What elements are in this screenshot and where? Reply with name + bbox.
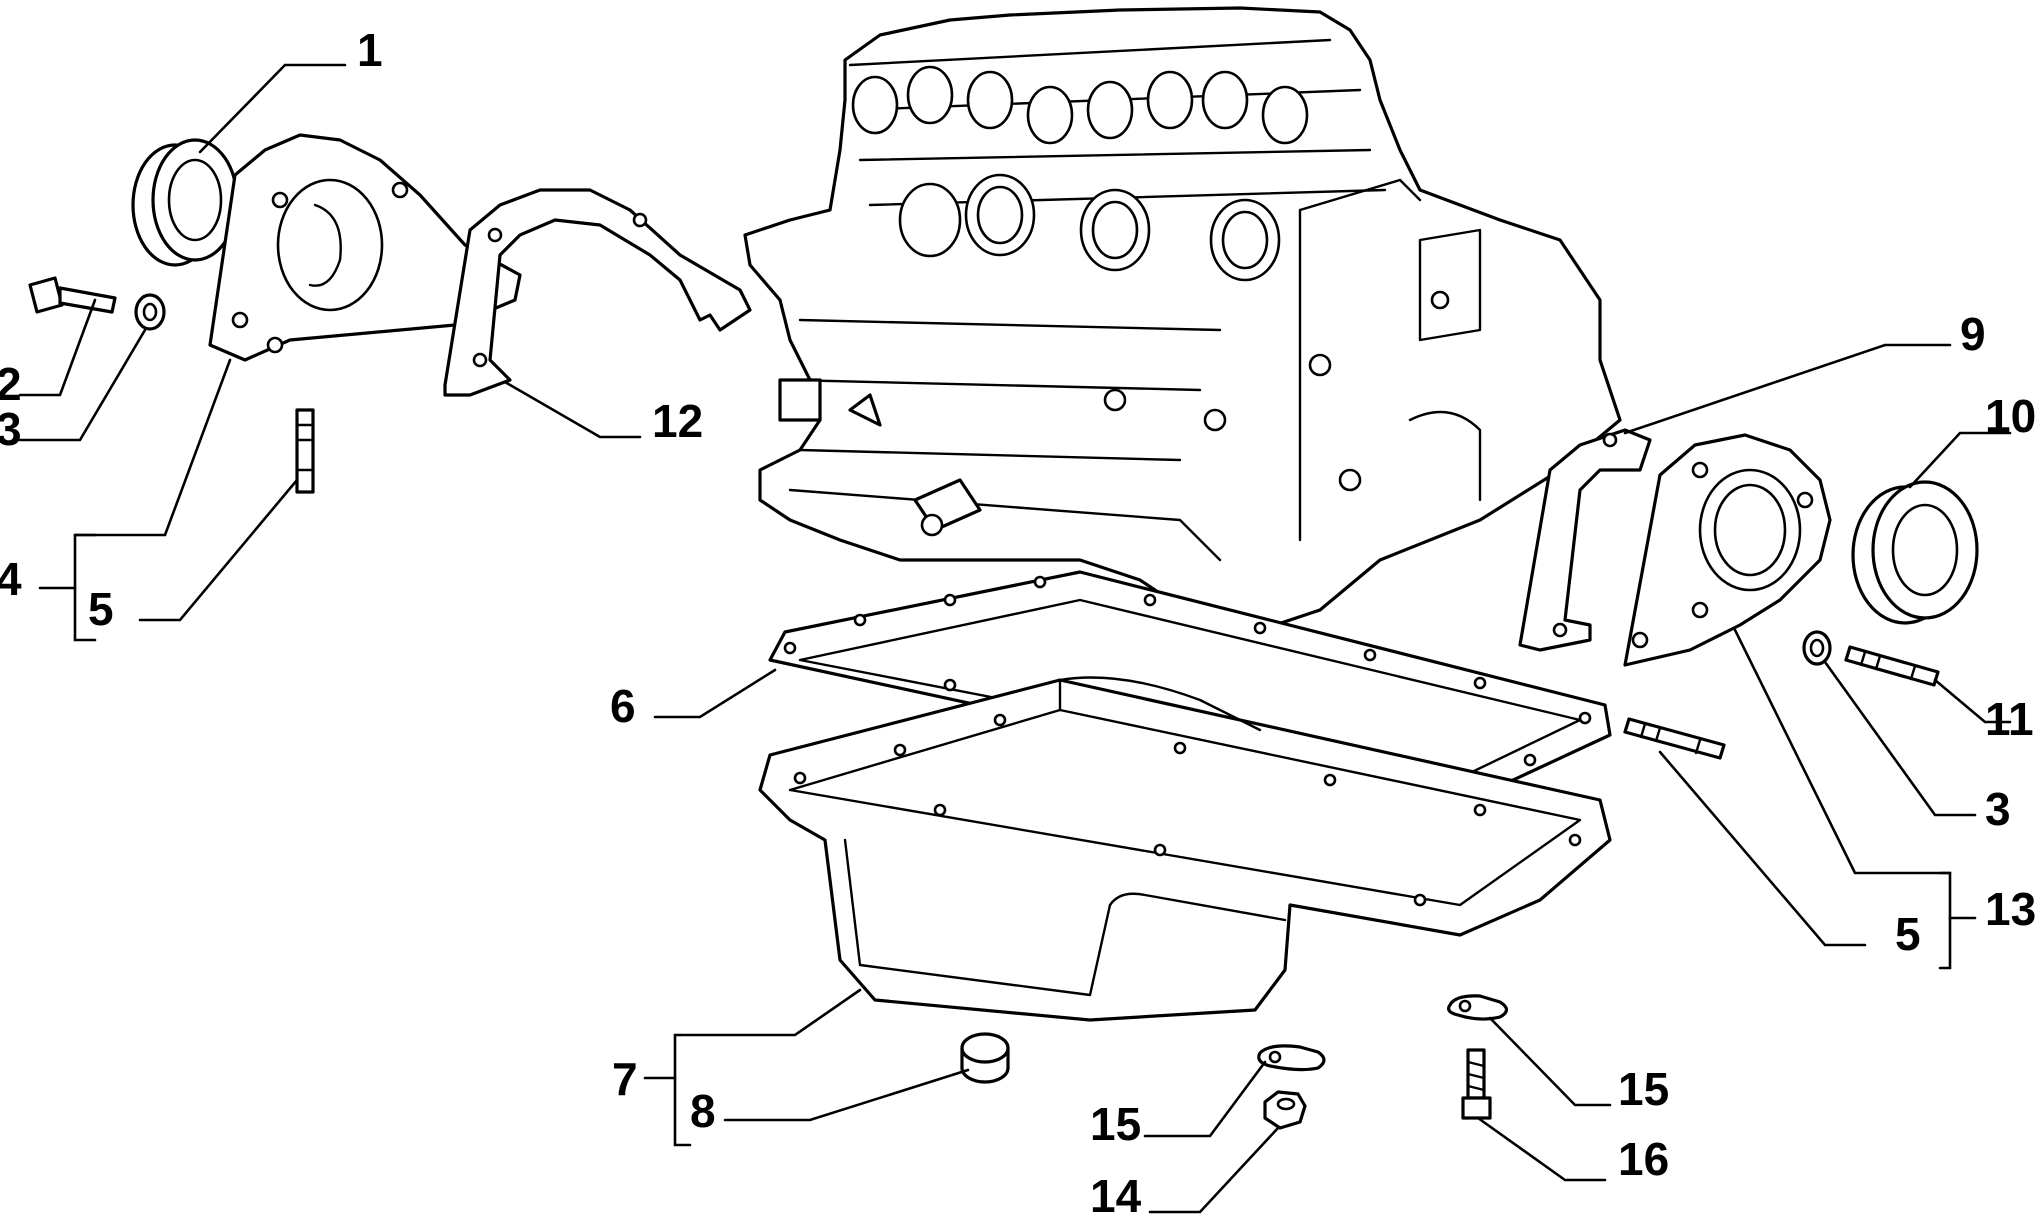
callout-16: 16 <box>1618 1133 1669 1185</box>
tab-washer-bottom <box>1257 1044 1326 1072</box>
drain-plug <box>960 1032 1010 1084</box>
callout-11: 11 <box>1985 693 2034 745</box>
callout-8: 8 <box>690 1085 716 1137</box>
callout-13: 13 <box>1985 883 2036 935</box>
oil-seal-left <box>131 138 239 267</box>
callout-10: 10 <box>1985 390 2036 442</box>
callout-5-left: 5 <box>88 583 114 635</box>
screw <box>1461 1048 1492 1120</box>
callout-15-left: 15 <box>1090 1098 1141 1150</box>
callout-9: 9 <box>1960 308 1986 360</box>
leader-5-right <box>1658 750 1867 947</box>
tab-washer-right <box>1447 994 1509 1021</box>
callout-5-right: 5 <box>1895 908 1921 960</box>
leader-4 <box>73 358 232 537</box>
bracket-13-5 <box>1938 871 1952 970</box>
leader-9 <box>1623 343 1952 435</box>
gasket-right <box>1518 428 1652 652</box>
leader-11 <box>1933 678 2012 724</box>
leader-16 <box>1476 1116 1607 1182</box>
oil-seal-right <box>1851 480 1979 625</box>
leader-12 <box>503 380 642 439</box>
callout-7: 7 <box>612 1053 638 1105</box>
stud-left <box>295 408 315 494</box>
stud-right <box>1844 645 1940 687</box>
leader-lines <box>18 63 2012 1214</box>
bracket-7-8 <box>673 1033 692 1147</box>
callout-2: 2 <box>0 358 22 410</box>
leader-5-left <box>138 478 299 622</box>
leader-15-right <box>1488 1016 1612 1107</box>
engine-block <box>743 6 1622 632</box>
callout-4: 4 <box>0 553 22 605</box>
callout-12: 12 <box>652 395 703 447</box>
rear-cover-left <box>208 133 522 362</box>
callout-15-right: 15 <box>1618 1063 1669 1115</box>
washer-right <box>1802 630 1832 666</box>
leader-14 <box>1148 1126 1280 1214</box>
bolt-left <box>28 276 117 314</box>
washer-left <box>134 293 166 331</box>
leader-2 <box>18 298 97 397</box>
leader-7 <box>678 988 862 1037</box>
oil-sump <box>758 676 1612 1022</box>
leader-3-right <box>1823 660 1977 817</box>
nut <box>1263 1090 1307 1130</box>
callout-3-left: 3 <box>0 403 22 455</box>
front-cover-right <box>1623 433 1832 667</box>
leader-10 <box>1908 431 2012 489</box>
leader-13 <box>1733 628 1952 875</box>
leader-8 <box>723 1068 970 1122</box>
callout-6: 6 <box>610 680 636 732</box>
leader-3-left <box>18 328 147 442</box>
gasket-left <box>443 188 752 397</box>
callout-3-right: 3 <box>1985 783 2011 835</box>
leader-15-left <box>1143 1060 1267 1138</box>
callout-1: 1 <box>357 24 383 76</box>
stud-middle <box>1623 717 1726 760</box>
callout-labels: 1 2 3 4 5 6 7 8 9 10 11 3 12 13 5 14 15 … <box>0 24 2036 1215</box>
leader-1 <box>198 63 347 154</box>
callout-14: 14 <box>1090 1170 1142 1215</box>
leader-6 <box>653 668 777 719</box>
